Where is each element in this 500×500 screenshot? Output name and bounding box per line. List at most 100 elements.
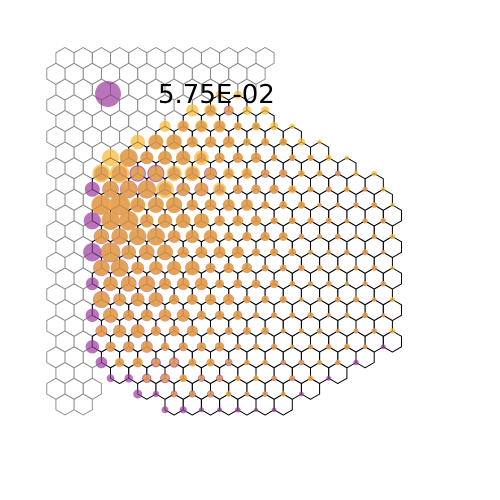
amplitude-dot-positive	[298, 233, 305, 240]
amplitude-dot-positive	[289, 123, 295, 129]
outer-hex-cell	[64, 125, 84, 148]
amplitude-dot-positive	[233, 279, 243, 289]
outer-hex-cell	[46, 314, 66, 337]
amplitude-dot-positive	[131, 324, 145, 338]
amplitude-dot-positive	[111, 259, 129, 277]
amplitude-dot-positive	[326, 313, 331, 318]
amplitude-dot-positive	[170, 358, 179, 367]
amplitude-dot-positive	[141, 341, 153, 353]
amplitude-dot-positive	[223, 262, 234, 274]
amplitude-dot-positive	[113, 293, 126, 306]
amplitude-dot-positive	[298, 264, 305, 272]
amplitude-dot-negative	[84, 181, 100, 197]
amplitude-dot-positive	[381, 313, 386, 318]
amplitude-dot-positive	[151, 326, 161, 336]
amplitude-dot-positive	[362, 281, 368, 287]
outer-hex-cell	[64, 314, 84, 337]
outer-hex-cell	[119, 94, 139, 117]
amplitude-dot-positive	[187, 325, 198, 337]
amplitude-dot-positive	[316, 170, 323, 177]
amplitude-dot-positive	[362, 344, 368, 349]
amplitude-dot-positive	[241, 167, 253, 180]
amplitude-dot-positive	[204, 104, 217, 117]
amplitude-dot-positive	[156, 180, 174, 199]
amplitude-dot-positive	[317, 297, 322, 302]
amplitude-dot-positive	[269, 122, 279, 131]
amplitude-dot-negative	[83, 243, 102, 262]
amplitude-dot-positive	[371, 202, 378, 208]
amplitude-dot-positive	[390, 202, 395, 208]
amplitude-dot-positive	[371, 265, 378, 271]
amplitude-dot-positive	[242, 106, 252, 115]
amplitude-dot-positive	[130, 134, 145, 150]
amplitude-dot-positive	[389, 328, 396, 334]
amplitude-dot-positive	[222, 136, 235, 148]
amplitude-dot-positive	[362, 218, 368, 224]
amplitude-dot-positive	[171, 391, 177, 397]
amplitude-dot-positive	[344, 155, 350, 160]
amplitude-dot-positive	[269, 279, 279, 289]
amplitude-dot-positive	[206, 327, 215, 335]
amplitude-dot-positive	[195, 277, 208, 290]
amplitude-dot-positive	[102, 149, 119, 167]
outer-hex-cell	[73, 393, 93, 416]
amplitude-dot-positive	[353, 328, 359, 334]
amplitude-dot-positive	[195, 120, 208, 133]
amplitude-dot-positive	[225, 391, 232, 397]
amplitude-dot-positive	[299, 297, 304, 302]
amplitude-dot-positive	[235, 375, 241, 382]
amplitude-dot-positive	[280, 328, 286, 334]
amplitude-dot-positive	[251, 248, 261, 257]
amplitude-dot-positive	[167, 230, 181, 243]
amplitude-dot-positive	[243, 327, 251, 335]
amplitude-dot-positive	[224, 231, 234, 242]
amplitude-dot-positive	[193, 213, 209, 229]
inner-hex-cell	[273, 393, 293, 416]
amplitude-dot-positive	[316, 328, 323, 334]
amplitude-dot-positive	[380, 186, 386, 192]
amplitude-dot-positive	[260, 231, 270, 242]
amplitude-dot-positive	[371, 328, 377, 334]
outer-hex-cell	[46, 220, 66, 243]
outer-hex-cell	[82, 377, 102, 400]
amplitude-dot-negative	[380, 344, 386, 350]
outer-hex-cell	[46, 346, 66, 369]
amplitude-dot-positive	[130, 166, 145, 181]
amplitude-dot-positive	[381, 250, 386, 255]
amplitude-dot-positive	[138, 275, 155, 292]
amplitude-dot-positive	[234, 343, 241, 350]
amplitude-dot-positive	[250, 215, 262, 227]
inner-hex-cell	[237, 393, 257, 416]
amplitude-dot-positive	[204, 136, 217, 148]
amplitude-dot-positive	[344, 281, 349, 286]
outer-hex-cell	[64, 94, 84, 117]
amplitude-dot-positive	[307, 217, 314, 224]
amplitude-dot-positive	[225, 359, 232, 366]
amplitude-dot-positive	[363, 187, 368, 192]
inner-lattice	[91, 94, 402, 416]
amplitude-dot-positive	[242, 231, 252, 242]
amplitude-dot-positive	[326, 344, 332, 350]
amplitude-dot-negative	[179, 406, 187, 414]
inner-hex-cell	[219, 393, 239, 416]
amplitude-dot-positive	[141, 309, 153, 321]
amplitude-dot-positive	[204, 199, 217, 211]
amplitude-dot-positive	[120, 181, 137, 198]
amplitude-dot-positive	[111, 228, 128, 245]
amplitude-dot-positive	[185, 229, 199, 244]
amplitude-dot-positive	[316, 233, 323, 240]
amplitude-dot-positive	[241, 262, 253, 274]
amplitude-dot-negative	[217, 407, 223, 413]
amplitude-dot-positive	[213, 246, 226, 259]
amplitude-dot-positive	[121, 276, 137, 292]
amplitude-dot-positive	[289, 281, 296, 287]
amplitude-dot-positive	[353, 202, 359, 208]
amplitude-dot-positive	[279, 264, 287, 272]
outer-hex-cell	[64, 62, 84, 85]
outer-hex-cell	[64, 251, 84, 274]
amplitude-dot-positive	[105, 342, 116, 352]
amplitude-dot-positive	[93, 291, 110, 308]
amplitude-dot-positive	[96, 325, 107, 337]
amplitude-dot-positive	[177, 120, 190, 133]
